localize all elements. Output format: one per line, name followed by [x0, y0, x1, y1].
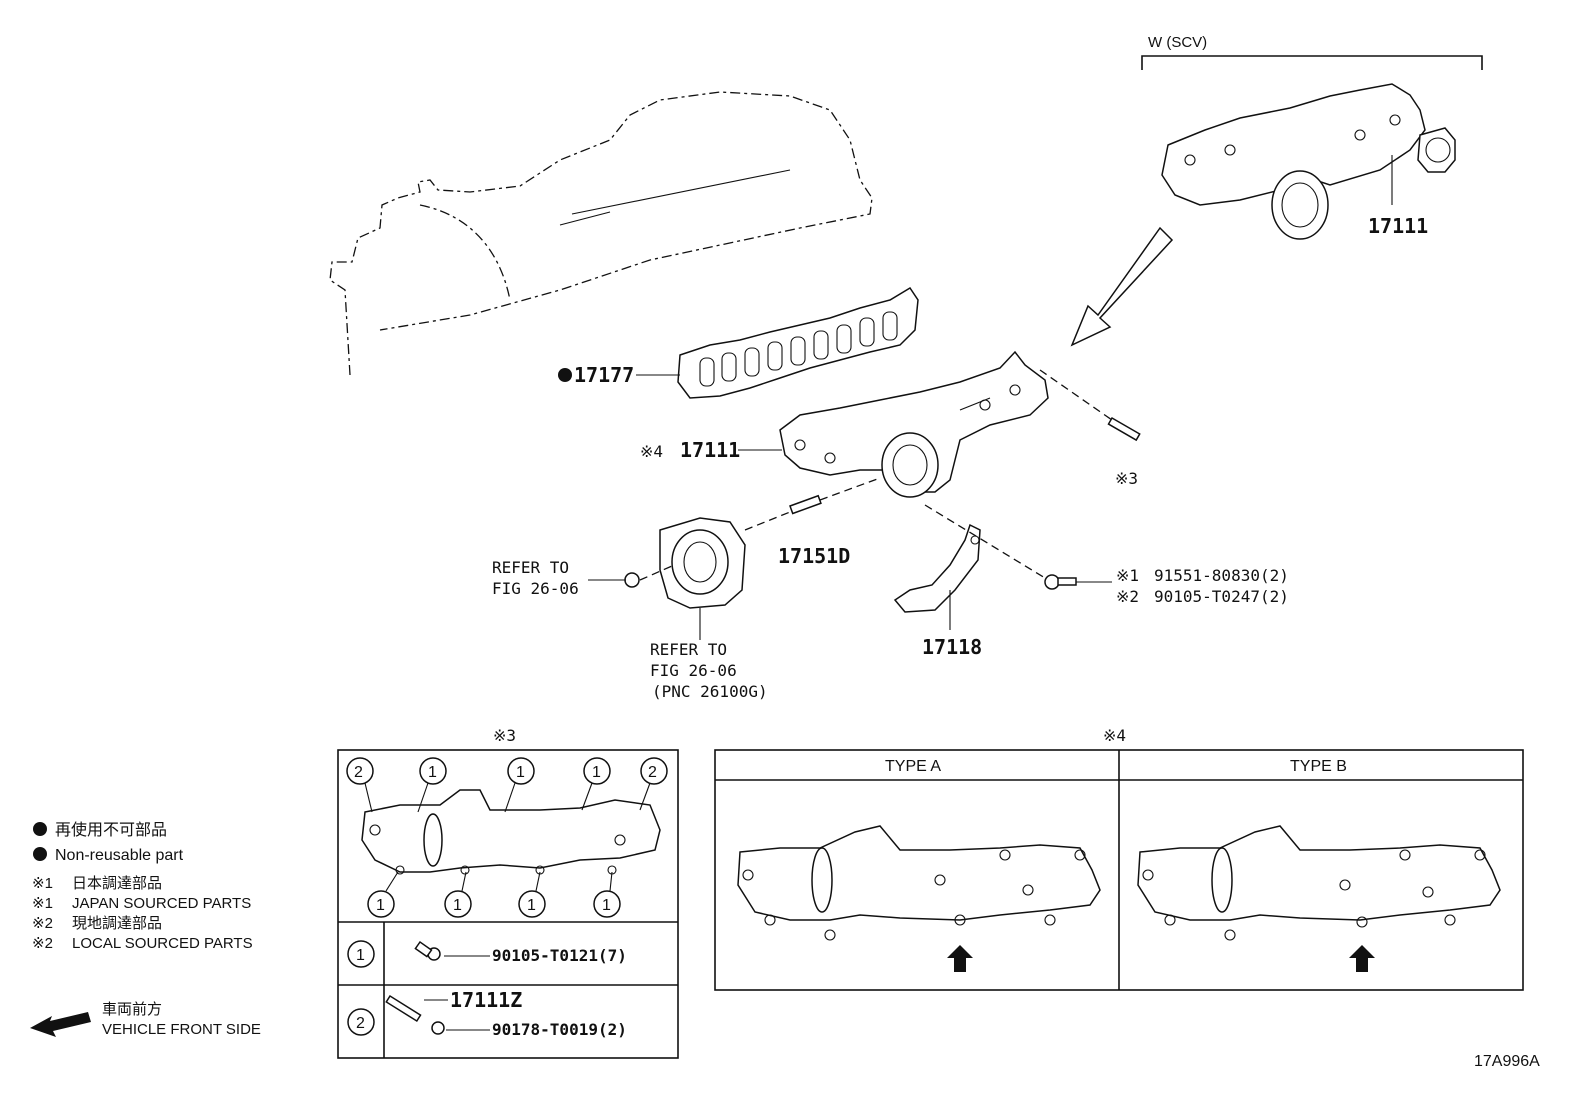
- legend-japan-jp: 日本調達部品: [72, 875, 162, 892]
- filled-dot-icon-legend-en: [33, 847, 47, 861]
- circle-2-top-right: 2: [648, 764, 657, 781]
- scv-intake-manifold: 17111: [1161, 83, 1456, 240]
- callout-gasket: 17177: [574, 363, 634, 387]
- callout-main-manifold: 17111: [680, 438, 740, 462]
- legend-mark2-b: ※2: [32, 935, 53, 952]
- callout-stud-mark: ※3: [1115, 469, 1138, 488]
- refer2-line2: FIG 26-06: [650, 661, 737, 680]
- legend-nonreusable-jp: 再使用不可部品: [55, 821, 167, 839]
- callout-top-manifold: 17111: [1368, 214, 1428, 238]
- circle-1-bot-c: 1: [527, 897, 536, 914]
- circle-1-bot-a: 1: [376, 897, 385, 914]
- bolt-line1: 91551-80830(2): [1154, 566, 1289, 585]
- figure-id: 17A996A: [1474, 1053, 1540, 1070]
- callout-main-manifold-mark: ※4: [640, 442, 663, 461]
- bracket-17118: 17118: [893, 504, 1046, 659]
- variant-label: W (SCV): [1148, 34, 1207, 51]
- circle-1-top-b: 1: [516, 764, 525, 781]
- legend-mark2-a: ※2: [32, 915, 53, 932]
- bolt-right: ※1 91551-80830(2) ※2 90105-T0247(2): [1044, 566, 1289, 606]
- vehicle-front-arrow-icon: [30, 1012, 91, 1037]
- circle-1-top-c: 1: [592, 764, 601, 781]
- legend-front-jp: 車両前方: [102, 1001, 162, 1018]
- row2-circle: 2: [356, 1015, 365, 1032]
- legend-mark1-b: ※1: [32, 895, 53, 912]
- stud-17151d: 17151D: [744, 477, 881, 568]
- main-intake-manifold: ※4 17111: [640, 350, 1049, 498]
- bolt-line2: 90105-T0247(2): [1154, 587, 1289, 606]
- filled-dot-icon: [558, 368, 572, 382]
- refer-note-1: REFER TO FIG 26-06: [492, 558, 626, 598]
- refer-note-2: REFER TO FIG 26-06 (PNC 26100G): [650, 608, 768, 701]
- refer1-line1: REFER TO: [492, 558, 569, 577]
- engine-outline: [329, 91, 873, 376]
- arrow-icon-type-b: [1349, 945, 1375, 972]
- refer2-line3: (PNC 26100G): [652, 682, 768, 701]
- refer1-line2: FIG 26-06: [492, 579, 579, 598]
- refer2-line1: REFER TO: [650, 640, 727, 659]
- box4-title: ※4: [1103, 726, 1126, 745]
- legend-local-jp: 現地調達部品: [72, 915, 162, 932]
- row1-part: 90105-T0121(7): [492, 946, 627, 965]
- type-b-label: TYPE B: [1290, 758, 1347, 775]
- row2-part-a: 17111Z: [450, 988, 522, 1012]
- row1-circle: 1: [356, 947, 365, 964]
- variant-bracket: W (SCV): [1141, 34, 1483, 70]
- bolt-line1-mark: ※1: [1116, 566, 1139, 585]
- detail-box-3: ※3 2 1 1 1 2 1 1 1 1 1: [337, 726, 679, 1059]
- circle-2-top-left: 2: [354, 764, 363, 781]
- callout-stud: 17151D: [778, 544, 850, 568]
- legend-local-en: LOCAL SOURCED PARTS: [72, 935, 253, 952]
- legend-japan-en: JAPAN SOURCED PARTS: [72, 895, 251, 912]
- detail-box-4: ※4 TYPE A TYPE B: [714, 726, 1524, 991]
- box3-title: ※3: [493, 726, 516, 745]
- arrow-icon-type-a: [947, 945, 973, 972]
- legend-mark1-a: ※1: [32, 875, 53, 892]
- callout-bracket: 17118: [922, 635, 982, 659]
- row2-part-b: 90178-T0019(2): [492, 1020, 627, 1039]
- legend-front-en: VEHICLE FRONT SIDE: [102, 1021, 261, 1038]
- circle-1-top-a: 1: [428, 764, 437, 781]
- throttle-body: [624, 517, 746, 609]
- stud-right: ※3: [1039, 369, 1141, 488]
- type-a-label: TYPE A: [885, 758, 941, 775]
- intake-gasket: 17177: [558, 286, 919, 399]
- legend: 再使用不可部品 Non-reusable part ※1 日本調達部品 ※1 J…: [30, 821, 261, 1038]
- circle-1-bot-d: 1: [602, 897, 611, 914]
- bolt-line2-mark: ※2: [1116, 587, 1139, 606]
- filled-dot-icon-legend-jp: [33, 822, 47, 836]
- legend-nonreusable-en: Non-reusable part: [55, 847, 184, 864]
- arrow-icon: [1070, 226, 1174, 347]
- circle-1-bot-b: 1: [453, 897, 462, 914]
